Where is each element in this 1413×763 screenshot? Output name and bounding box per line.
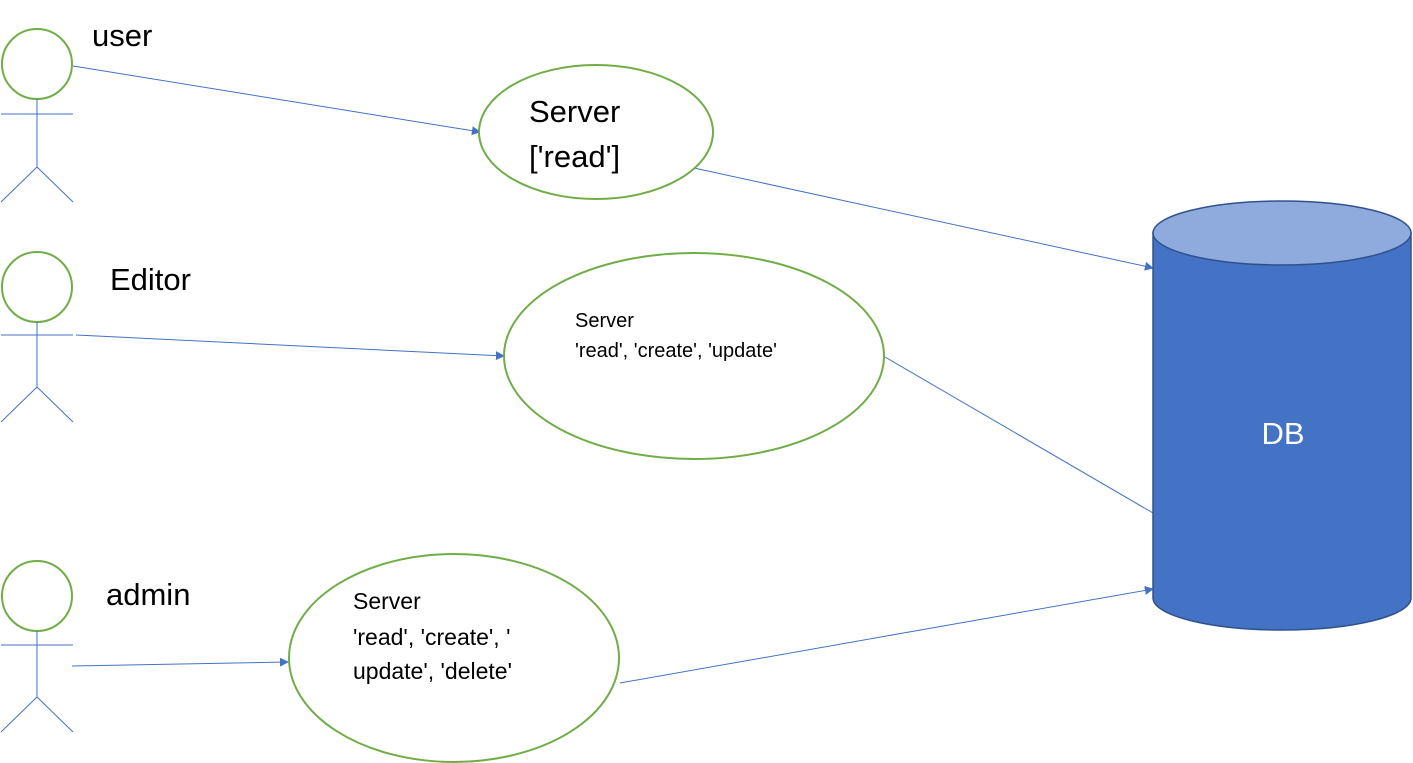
database-body [1152, 232, 1412, 631]
server-title: Server [529, 94, 620, 129]
server-permissions: 'read', 'create', 'update' [575, 340, 777, 362]
actor-right-leg [36, 696, 74, 733]
connector-server-admin-to-db [619, 585, 1154, 684]
database-top [1152, 200, 1412, 266]
connector-editor-to-server [75, 334, 505, 361]
actor-head [1, 251, 73, 323]
stick-figure-icon [0, 251, 74, 423]
actor-label: user [92, 18, 152, 53]
actor-right-leg [36, 166, 74, 203]
stick-figure-icon [0, 28, 74, 203]
server-admin: Server 'read', 'create', ' update', 'del… [288, 553, 620, 763]
actor-label: Editor [110, 262, 191, 297]
server-ellipse [503, 252, 885, 460]
server-user: Server ['read'] [478, 64, 714, 200]
connector-server-editor-to-db [884, 356, 1154, 514]
connector-user-to-server [72, 65, 481, 136]
connector-server-user-to-db [693, 167, 1154, 271]
stick-figure-icon [0, 560, 74, 733]
server-title: Server [575, 310, 634, 332]
server-ellipse [478, 64, 714, 200]
actor-left-leg [0, 696, 38, 733]
actor-editor: Editor [0, 251, 191, 423]
server-permissions-line-1: 'read', 'create', ' [353, 624, 510, 650]
server-editor: Server 'read', 'create', 'update' [503, 252, 885, 460]
connector-admin-to-server [71, 657, 289, 667]
server-permissions: ['read'] [529, 139, 620, 174]
actor-head [1, 28, 73, 100]
database-cylinder-icon: DB [1152, 200, 1412, 631]
actor-left-leg [0, 386, 38, 423]
actor-head [1, 560, 73, 632]
actor-admin: admin [0, 560, 190, 733]
server-title: Server [353, 588, 421, 614]
actor-label: admin [106, 577, 190, 612]
server-ellipse [288, 553, 620, 763]
server-permissions-line-2: update', 'delete' [353, 658, 512, 684]
actor-user: user [0, 18, 152, 203]
actor-left-leg [0, 166, 38, 203]
database-label: DB [1261, 416, 1304, 451]
actor-right-leg [36, 386, 74, 423]
